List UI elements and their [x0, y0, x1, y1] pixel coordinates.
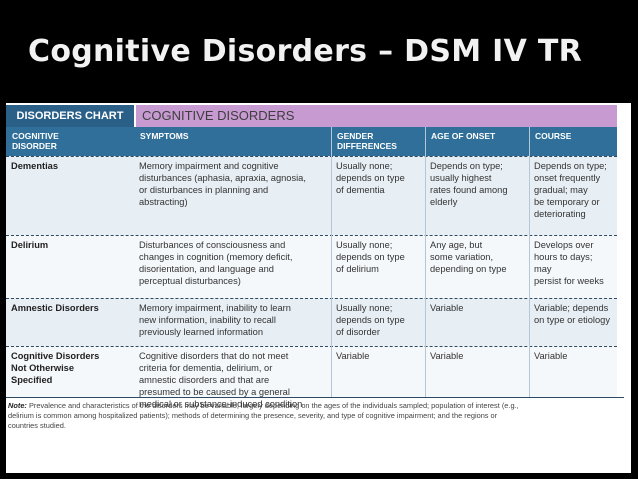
- note-line: Prevalence and characteristics of the di…: [28, 401, 519, 410]
- gender-cell: Variable: [336, 351, 370, 361]
- column-header-onset: AGE OF ONSET: [425, 127, 529, 156]
- slide-title: Cognitive Disorders – DSM IV TR: [28, 34, 583, 69]
- chart-header: DISORDERS CHART COGNITIVE DISORDERS: [6, 103, 631, 127]
- disorder-name: Delirium: [11, 240, 49, 250]
- table-row: Dementias Memory impairment and cognitiv…: [6, 156, 617, 235]
- course-cell: Variable: [534, 351, 568, 361]
- onset-cell: Variable: [430, 303, 464, 313]
- note-line: countries studied.: [8, 421, 66, 430]
- disorder-name: Dementias: [11, 161, 59, 171]
- column-divider: [331, 127, 332, 397]
- column-header-course: COURSE: [529, 127, 617, 156]
- table-row: Amnestic Disorders Memory impairment, in…: [6, 298, 617, 346]
- column-header-symptoms: SYMPTOMS: [134, 127, 331, 156]
- note-label: Note:: [8, 401, 27, 410]
- column-divider: [425, 127, 426, 397]
- disorder-name: Amnestic Disorders: [11, 303, 99, 313]
- chart-tab-label: DISORDERS CHART: [6, 105, 134, 127]
- disorders-chart: DISORDERS CHART COGNITIVE DISORDERS COGN…: [6, 103, 631, 473]
- onset-cell: Variable: [430, 351, 464, 361]
- table-row: Delirium Disturbances of consciousness a…: [6, 235, 617, 298]
- note-line: delirium is common among hospitalized pa…: [8, 411, 498, 420]
- chart-note: Note: Prevalence and characteristics of …: [6, 397, 624, 434]
- column-divider: [529, 127, 530, 397]
- chart-heading: COGNITIVE DISORDERS: [136, 105, 617, 127]
